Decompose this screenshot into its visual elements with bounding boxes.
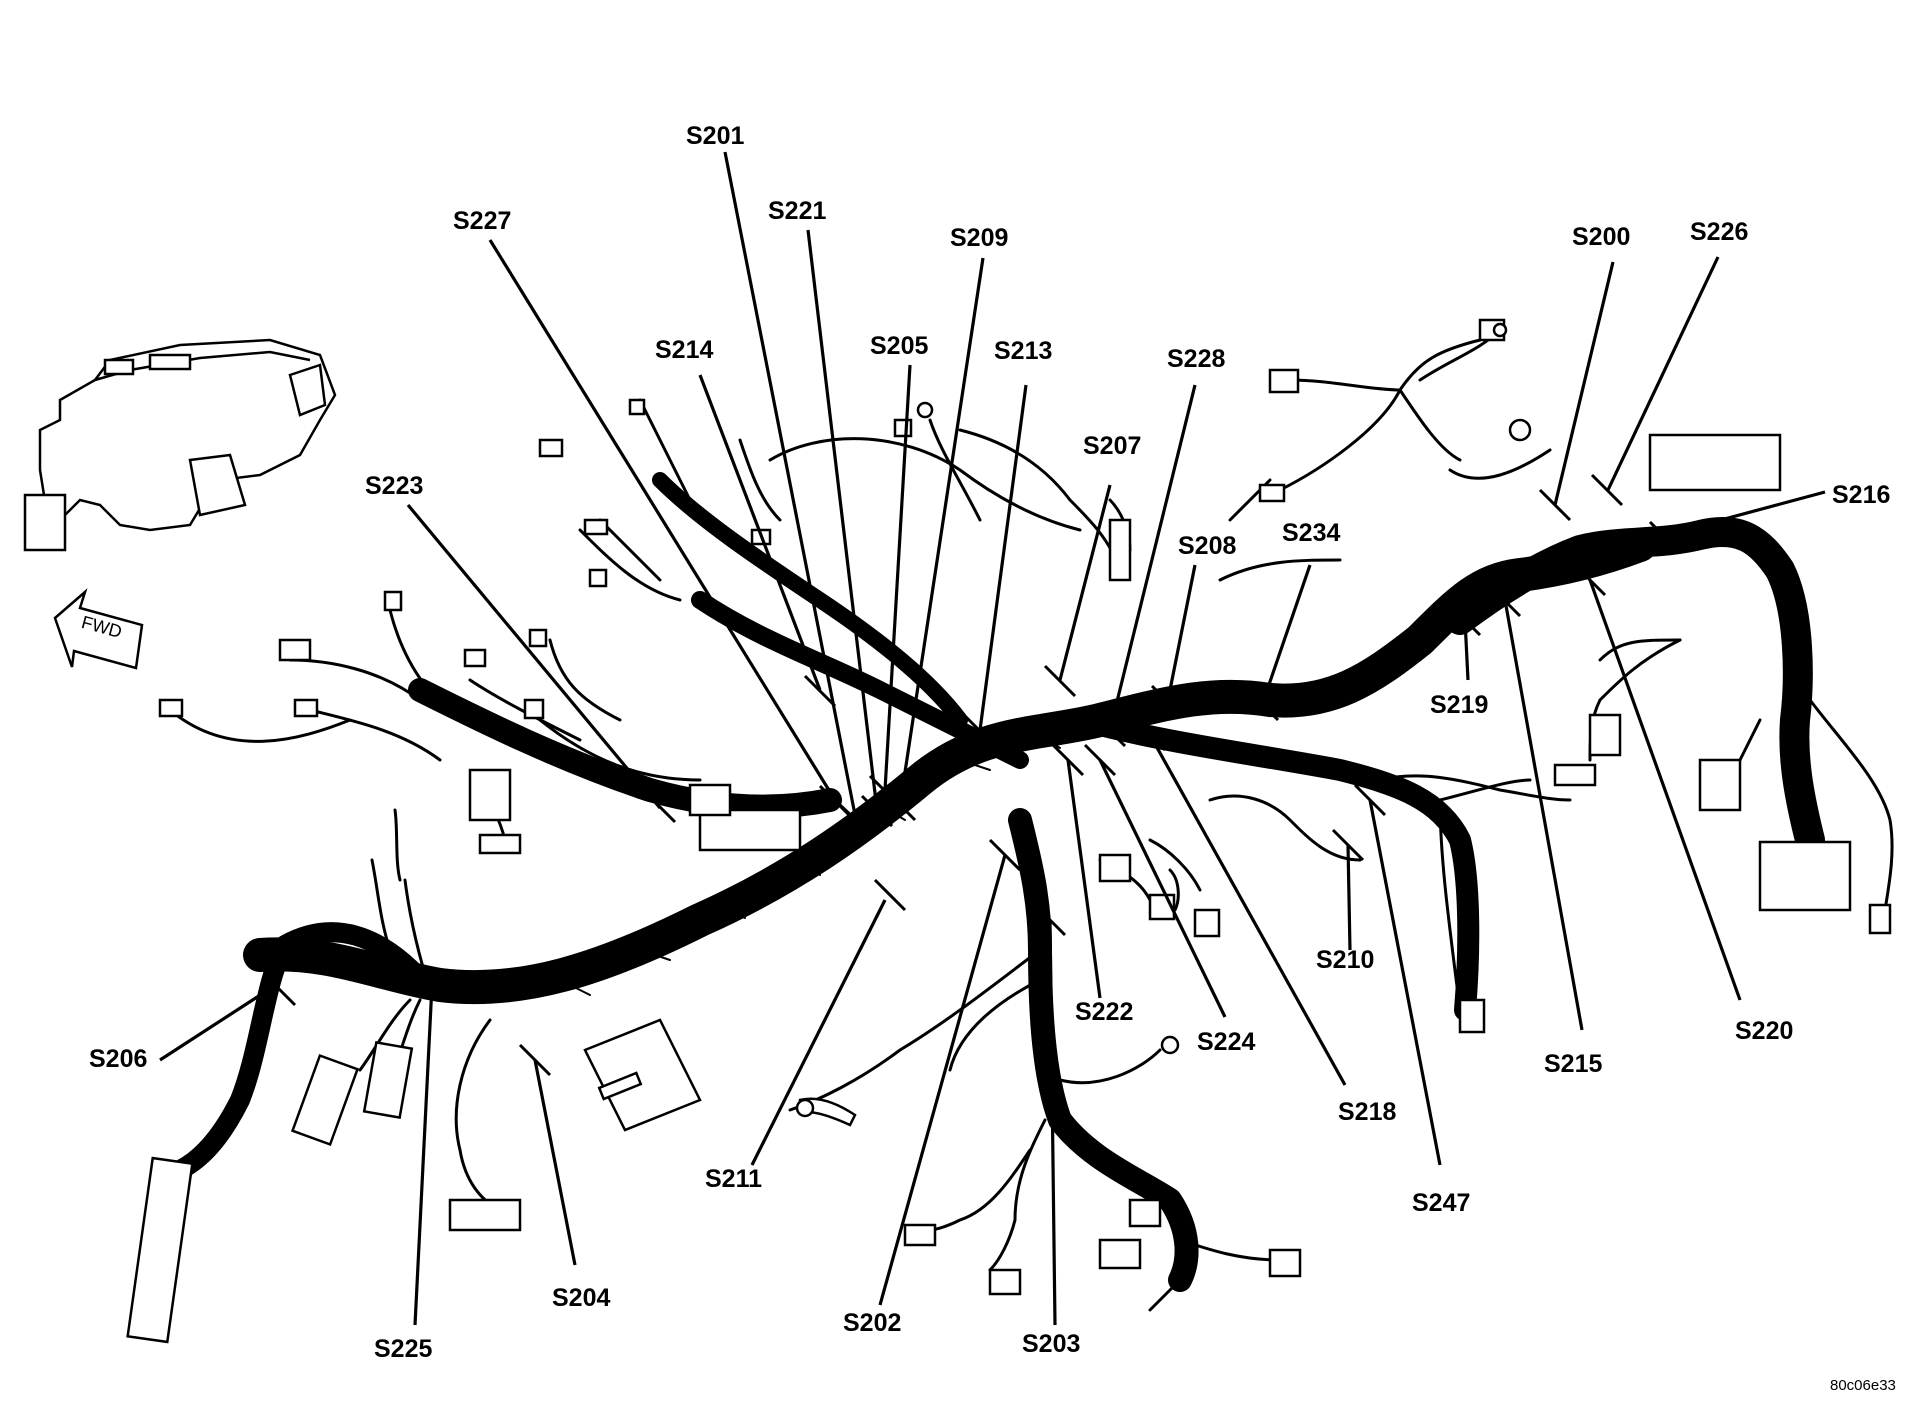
splice-label-s247: S247 xyxy=(1412,1189,1470,1217)
forward-arrow-icon: FWD xyxy=(53,588,144,670)
splice-label-s203: S203 xyxy=(1022,1330,1080,1358)
splice-label-s215: S215 xyxy=(1544,1050,1602,1078)
splice-callouts: S201 S221 S209 S227 S214 S205 S213 S228 … xyxy=(89,122,1890,1363)
splice-label-s204: S204 xyxy=(552,1284,610,1312)
splice-label-s201: S201 xyxy=(686,122,744,150)
splice-label-s202: S202 xyxy=(843,1309,901,1337)
splice-label-s218: S218 xyxy=(1338,1098,1396,1126)
splice-label-s225: S225 xyxy=(374,1335,432,1363)
splice-label-s214: S214 xyxy=(655,336,713,364)
splice-label-s227: S227 xyxy=(453,207,511,235)
splice-label-s224: S224 xyxy=(1197,1028,1255,1056)
splice-label-s221: S221 xyxy=(768,197,826,225)
splice-label-s208: S208 xyxy=(1178,532,1236,560)
splice-label-s206: S206 xyxy=(89,1045,147,1073)
main-harness xyxy=(170,472,1825,1292)
splice-label-s209: S209 xyxy=(950,224,1008,252)
figure-id: 80c06e33 xyxy=(1830,1377,1896,1394)
splice-label-s210: S210 xyxy=(1316,946,1374,974)
splice-label-s200: S200 xyxy=(1572,223,1630,251)
splice-label-s228: S228 xyxy=(1167,345,1225,373)
splice-label-s223: S223 xyxy=(365,472,423,500)
splice-label-s216: S216 xyxy=(1832,481,1890,509)
splice-label-s205: S205 xyxy=(870,332,928,360)
splice-label-s211: S211 xyxy=(705,1165,762,1193)
splice-label-s213: S213 xyxy=(994,337,1052,365)
splice-label-s234: S234 xyxy=(1282,519,1340,547)
instrument-panel-icon xyxy=(23,338,337,552)
splice-label-s222: S222 xyxy=(1075,998,1133,1026)
splice-label-s207: S207 xyxy=(1083,432,1141,460)
splice-label-s220: S220 xyxy=(1735,1017,1793,1045)
splice-label-s219: S219 xyxy=(1430,691,1488,719)
splice-label-s226: S226 xyxy=(1690,218,1748,246)
